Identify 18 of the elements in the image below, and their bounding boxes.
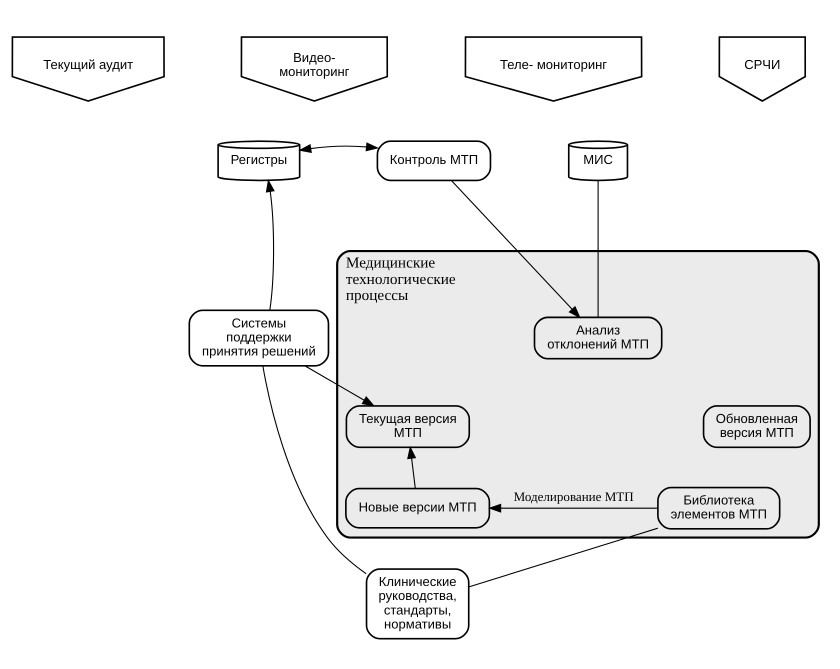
arrow (304, 365, 376, 407)
connector (598, 180, 599, 318)
node-box: Обновленная версия МТП (702, 405, 811, 448)
connector (468, 528, 658, 588)
node-box: Библиотека элементов МТП (657, 486, 780, 530)
node-box: Анализ отклонений МТП (534, 316, 663, 360)
node-box: Системы поддержки принятия решений (188, 310, 330, 367)
node-box: Текущая версия МТП (346, 405, 470, 448)
node-box: Контроль МТП (376, 140, 492, 182)
arrow (407, 446, 416, 488)
arrow (488, 504, 658, 513)
node-box: Клинические руководства, стандарты, нормативы (366, 568, 470, 640)
arrow (298, 142, 380, 154)
node-box: Новые версии МТП (345, 488, 490, 529)
arrow (451, 180, 581, 318)
arrow (266, 179, 275, 310)
edge-label: Моделирование МТП (514, 489, 634, 504)
connector (262, 366, 366, 574)
